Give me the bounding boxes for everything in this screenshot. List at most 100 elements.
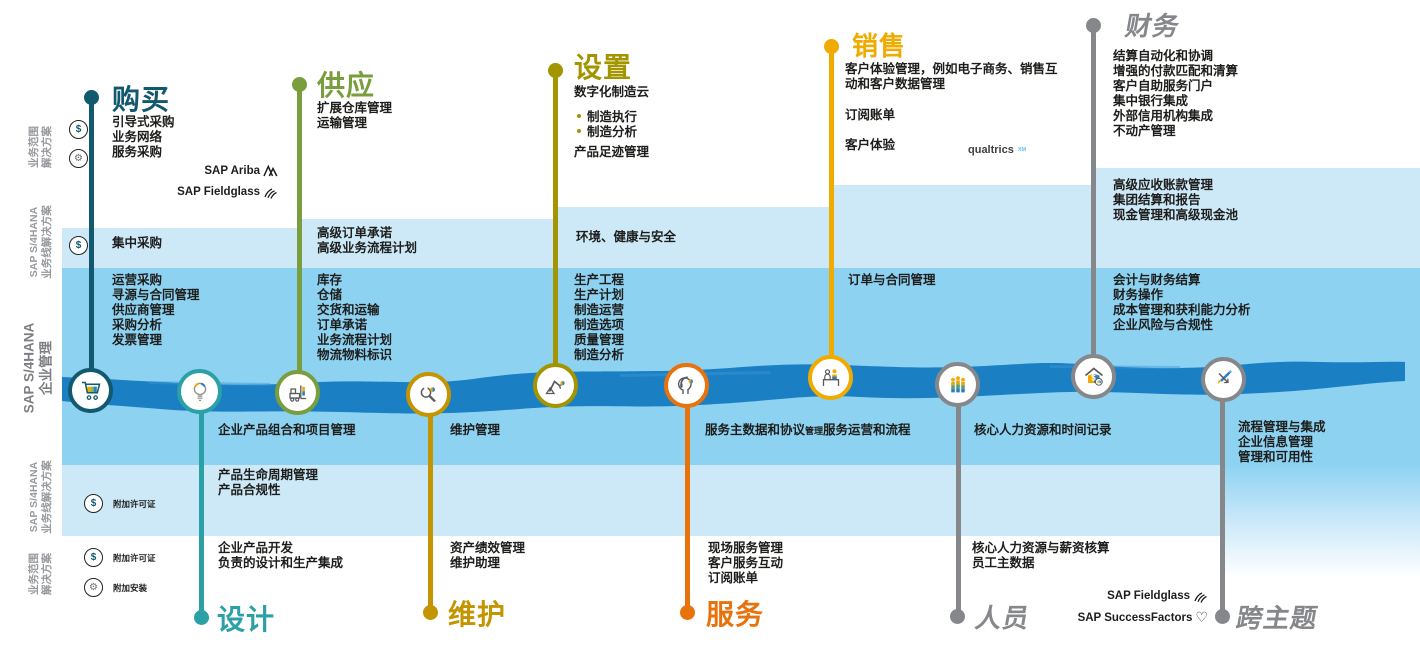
- band-lob-bottom: [62, 465, 1222, 536]
- buy-title: 购买: [112, 84, 171, 115]
- successfactors-logo: SAP SuccessFactors ♡: [1055, 609, 1208, 625]
- people-circle: [935, 362, 980, 407]
- axis-line: 业务范围: [28, 553, 40, 595]
- setup-dot: [547, 62, 563, 78]
- fieldglass-fan-icon: [1193, 588, 1208, 603]
- supply-core-list: 库存 仓储 交货和运输 订单承诺 业务流程计划 物流物料标识: [317, 273, 393, 362]
- fieldglass-logo-label: SAP Fieldglass: [1107, 589, 1190, 602]
- axis-lob-bottom: SAP S/4HANA 业务线解决方案: [28, 460, 54, 534]
- sales-experience-label: 客户体验: [845, 138, 896, 152]
- sales-counter-icon: [818, 365, 844, 391]
- buy-scope-list: 引导式采购 业务网络 服务采购: [112, 115, 175, 159]
- design-circle: [177, 369, 222, 414]
- qualtrics-xm-label: XM: [1017, 147, 1027, 153]
- successfactors-heart-icon: ♡: [1195, 609, 1208, 625]
- buy-core-list: 运营采购 寻源与合同管理 供应商管理 采购分析 发票管理: [112, 273, 200, 347]
- axis-line: SAP S/4HANA: [28, 461, 40, 533]
- cross-title: 跨主题: [1234, 603, 1321, 633]
- ariba-logo: SAP Ariba: [170, 164, 278, 177]
- fieldglass-fan-icon: [263, 184, 278, 199]
- service-core-small: 管理: [805, 426, 824, 436]
- setup-title: 设置: [574, 52, 633, 83]
- setup-bullet-label: 制造执行: [587, 110, 638, 124]
- sales-billing-label: 订阅账单: [845, 108, 896, 122]
- fieldglass-logo-bottom: SAP Fieldglass: [1078, 588, 1208, 603]
- license-badge-label: 附加许可证: [113, 499, 156, 509]
- maintain-core-list: 维护管理: [450, 423, 501, 437]
- cross-line: [1219, 380, 1225, 613]
- svg-text:$: $: [1091, 373, 1096, 382]
- sales-core-list: 订单与合同管理: [848, 273, 936, 287]
- cross-dot: [1214, 608, 1230, 624]
- ariba-logo-label: SAP Ariba: [204, 164, 260, 177]
- sales-title: 销售: [852, 31, 907, 61]
- bullet-icon: [577, 128, 581, 133]
- license-icon: $: [84, 548, 103, 567]
- setup-bullet-1: 制造执行: [577, 106, 637, 125]
- headset-icon: [674, 373, 700, 399]
- design-scope-list: 企业产品开发 负责的设计和生产集成: [218, 541, 344, 570]
- gear-glyph: ⚙: [74, 153, 83, 164]
- axis-scope-bottom: 业务范围 解决方案: [28, 553, 54, 595]
- ariba-mountains-icon: [263, 164, 278, 177]
- service-core-b: 服务运营和流程: [823, 423, 911, 437]
- supply-scope-list: 扩展仓库管理 运输管理: [317, 101, 393, 130]
- band-lob-top-1: [62, 228, 300, 268]
- license-icon: $: [69, 120, 88, 139]
- setup-bullet-label: 制造分析: [587, 125, 638, 139]
- band-lob-top-5: [1093, 168, 1420, 268]
- gear-glyph: ⚙: [89, 582, 98, 593]
- license-icon: $: [84, 494, 103, 513]
- robot-arm-icon: [543, 373, 569, 399]
- finance-lob-list: 高级应收账款管理 集团结算和报告 现金管理和高级现金池: [1113, 178, 1239, 222]
- supply-circle: [275, 370, 320, 415]
- qualtrics-logo-label: qualtrics: [968, 144, 1014, 156]
- wrench-icon: [416, 382, 442, 408]
- axis-enterprise: SAP S/4HANA 企业管理: [22, 323, 55, 414]
- fieldglass-logo-label: SAP Fieldglass: [177, 185, 260, 198]
- finance-title: 财务: [1123, 11, 1183, 41]
- people-core-list: 核心人力资源和时间记录: [974, 423, 1112, 437]
- install-badge-label: 附加安装: [113, 583, 148, 593]
- people-dot: [949, 608, 965, 624]
- house-finance-icon: $: [1081, 364, 1107, 390]
- setup-circle: [533, 363, 578, 408]
- axis-line: 业务线解决方案: [41, 205, 53, 279]
- service-circle: [664, 363, 709, 408]
- supply-lob-list: 高级订单承诺 高级业务流程计划: [317, 226, 418, 255]
- people-scope-list: 核心人力资源与薪资核算 员工主数据: [972, 541, 1110, 570]
- finance-scope-list: 结算自动化和协调 增强的付款匹配和清算 客户自助服务门户 集中银行集成 外部信用…: [1113, 49, 1239, 138]
- qualtrics-logo: qualtrics XM: [968, 144, 1026, 156]
- supply-dot: [291, 76, 307, 92]
- cart-icon: [78, 378, 104, 404]
- maintain-circle: [406, 372, 451, 417]
- people-icon: [945, 372, 971, 398]
- service-scope-list: 现场服务管理 客户服务互动 订阅账单: [708, 541, 784, 585]
- buy-circle: [68, 368, 113, 413]
- band-lob-top-2: [300, 219, 555, 268]
- maintain-line: [427, 395, 433, 609]
- buy-dot: [83, 89, 99, 105]
- sales-line: [828, 50, 834, 378]
- band-fade-bottom-right: [1222, 465, 1420, 577]
- sales-cx-label: 客户体验管理，例如电子商务、销售互 动和客户数据管理: [845, 62, 1058, 91]
- band-lob-top-4: [831, 185, 1093, 268]
- design-lob-list: 产品生命周期管理 产品合规性: [218, 468, 319, 497]
- axis-line: 业务线解决方案: [41, 460, 53, 534]
- service-line: [684, 386, 690, 609]
- finance-circle: $: [1071, 354, 1116, 399]
- fieldglass-logo-top: SAP Fieldglass: [148, 184, 278, 199]
- setup-core-list: 生产工程 生产计划 制造运营 制造选项 质量管理 制造分析: [574, 273, 625, 362]
- maintain-dot: [422, 604, 438, 620]
- supply-title: 供应: [317, 70, 376, 101]
- axis-line: SAP S/4HANA: [21, 322, 37, 414]
- cross-circle: [1201, 357, 1246, 402]
- maintain-title: 维护: [448, 599, 507, 630]
- setup-lob-list: 环境、健康与安全: [576, 230, 677, 244]
- people-title: 人员: [973, 603, 1033, 633]
- service-dot: [679, 604, 695, 620]
- setup-footprint-label: 产品足迹管理: [574, 145, 650, 159]
- supply-line: [296, 88, 302, 393]
